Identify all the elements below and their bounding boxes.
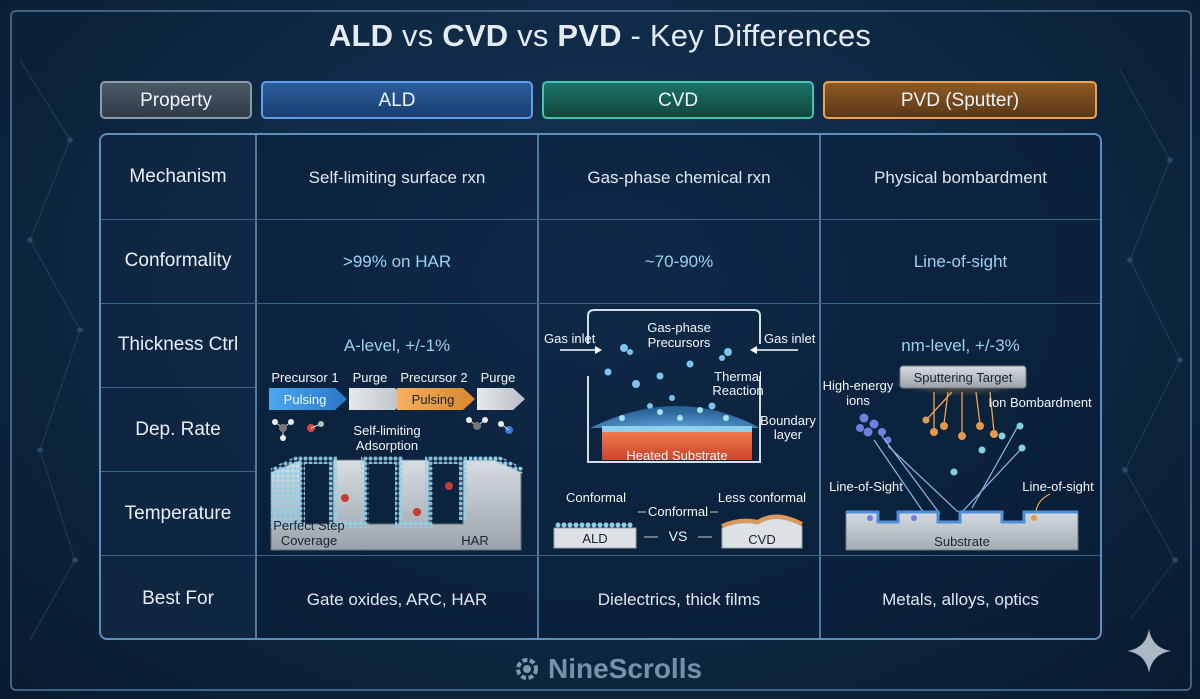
arrow-pulse-2: [397, 388, 475, 410]
arrow-pulse-1: [269, 388, 347, 410]
pulsing-label-2: Pulsing: [412, 392, 455, 407]
conformal-mid-label: Conformal: [648, 504, 708, 519]
precursors-label-1: Gas-phase: [647, 320, 711, 335]
ion-bombardment-label: Ion Bombardment: [988, 395, 1092, 410]
gas-inlet-left: Gas inlet: [544, 331, 596, 346]
heated-substrate-label: Heated Substrate: [626, 448, 727, 463]
ald-coating: [271, 456, 467, 528]
molecule-icon: [272, 419, 324, 441]
arrow-purge-1: [349, 388, 407, 410]
ions-label-2: ions: [846, 393, 870, 408]
boundary-layer: [590, 406, 760, 428]
step-coverage-label-2: Coverage: [281, 533, 337, 548]
gas-inlet-right: Gas inlet: [764, 331, 816, 346]
row-label-conformality: Conformality: [124, 250, 232, 271]
surface-molecules: [619, 407, 729, 421]
line-of-sight-rays: [873, 425, 1023, 517]
reactor-chamber: [587, 309, 761, 463]
boundary-label-1: Boundary: [760, 413, 816, 428]
outer-frame: [10, 10, 1192, 691]
ald-step-precursor1: Precursor 1: [271, 370, 338, 385]
ald-step-purge2: Purge: [481, 370, 516, 385]
cell-cvd-conformality: ~70-90%: [644, 252, 714, 271]
row-divider: [101, 219, 1100, 220]
ions-label-1: High-energy: [823, 378, 894, 393]
logo-text: NineScrolls: [548, 653, 703, 684]
line-of-sight-left-label: Line-of-Sight: [829, 479, 903, 494]
row-label-best-for: Best For: [142, 588, 214, 609]
deposited-film: [602, 426, 752, 432]
row-label-temperature: Temperature: [124, 503, 232, 524]
sparkle-icon: [1127, 629, 1171, 673]
har-label: HAR: [461, 533, 488, 548]
column-divider: [537, 135, 539, 638]
ald-film-dots: [555, 522, 633, 528]
reaction-label-2: Reaction: [712, 383, 763, 398]
ald-tag: ALD: [582, 531, 607, 546]
row-divider: [101, 387, 255, 388]
row-label-dep-rate: Dep. Rate: [135, 419, 221, 440]
boundary-label-2: layer: [774, 427, 803, 442]
sputtering-target: [899, 365, 1027, 389]
cell-ald-best-for: Gate oxides, ARC, HAR: [306, 590, 488, 609]
cell-pvd-conformality: Line-of-sight: [913, 252, 1008, 271]
sputtering-target-label: Sputtering Target: [914, 370, 1013, 385]
header-ald: ALD: [261, 81, 533, 119]
heated-substrate: [602, 432, 752, 460]
row-divider: [101, 471, 255, 472]
gear-icon: [516, 658, 538, 680]
ion-particles: [856, 413, 892, 444]
line-of-sight-right-label: Line-of-sight: [1022, 479, 1094, 494]
precursors-label-2: Precursors: [648, 335, 711, 350]
ald-adsorption-label-2: Adsorption: [356, 438, 418, 453]
column-divider: [255, 135, 257, 638]
bombardment-rays: [927, 391, 995, 434]
vs-label: VS: [669, 528, 688, 544]
reaction-label-1: Thermal: [714, 369, 762, 384]
cell-pvd-best-for: Metals, alloys, optics: [882, 590, 1039, 609]
molecule-icon: [466, 417, 513, 434]
ald-step-precursor2: Precursor 2: [400, 370, 467, 385]
pvd-diagram: Sputtering Target High-energy ions Ion B…: [823, 365, 1094, 551]
header-cvd: CVD: [542, 81, 814, 119]
cell-cvd-mechanism: Gas-phase chemical rxn: [587, 168, 771, 187]
header-property: Property: [100, 81, 252, 119]
page-title: ALD vs CVD vs PVD - Key Differences: [328, 18, 872, 53]
label-column: [101, 135, 255, 638]
pulsing-label-1: Pulsing: [284, 392, 327, 407]
substrate-label: Substrate: [934, 534, 990, 549]
ald-step-purge1: Purge: [353, 370, 388, 385]
cell-pvd-thickness: nm-level, +/-3%: [901, 336, 1020, 355]
arrow-purge-2: [477, 388, 525, 410]
logo: NineScrolls: [512, 653, 702, 685]
ald-coating-top: [469, 456, 523, 474]
cell-ald-conformality: >99% on HAR: [342, 252, 452, 271]
row-label-thickness: Thickness Ctrl: [117, 334, 239, 355]
header-pvd: PVD (Sputter): [823, 81, 1097, 119]
cell-cvd-best-for: Dielectrics, thick films: [597, 590, 761, 609]
precursor-molecules: [604, 344, 732, 410]
row-divider: [101, 555, 1100, 556]
row-label-mechanism: Mechanism: [129, 166, 227, 187]
cell-ald-mechanism: Self-limiting surface rxn: [308, 168, 486, 187]
conformal-left-label: Conformal: [566, 490, 626, 505]
less-conformal-label: Less conformal: [718, 490, 806, 505]
ald-adsorption-label-1: Self-limiting: [353, 423, 420, 438]
column-divider: [819, 135, 821, 638]
sputtered-atoms: [922, 416, 998, 440]
cvd-film: [721, 514, 803, 528]
step-coverage-label-1: Perfect Step: [273, 518, 345, 533]
sputtered-atoms-blue: [950, 422, 1026, 476]
cvd-tag: CVD: [748, 532, 775, 547]
ald-diagram: Precursor 1 Purge Precursor 2 Purge Puls…: [269, 370, 525, 551]
cell-ald-thickness: A-level, +/-1%: [343, 336, 451, 355]
cell-pvd-mechanism: Physical bombardment: [874, 168, 1047, 187]
ald-sample: [553, 527, 637, 549]
pvd-film: [846, 510, 1078, 524]
cvd-diagram: Gas inlet Gas inlet Gas-phase Precursors…: [544, 309, 816, 549]
row-divider: [101, 303, 1100, 304]
